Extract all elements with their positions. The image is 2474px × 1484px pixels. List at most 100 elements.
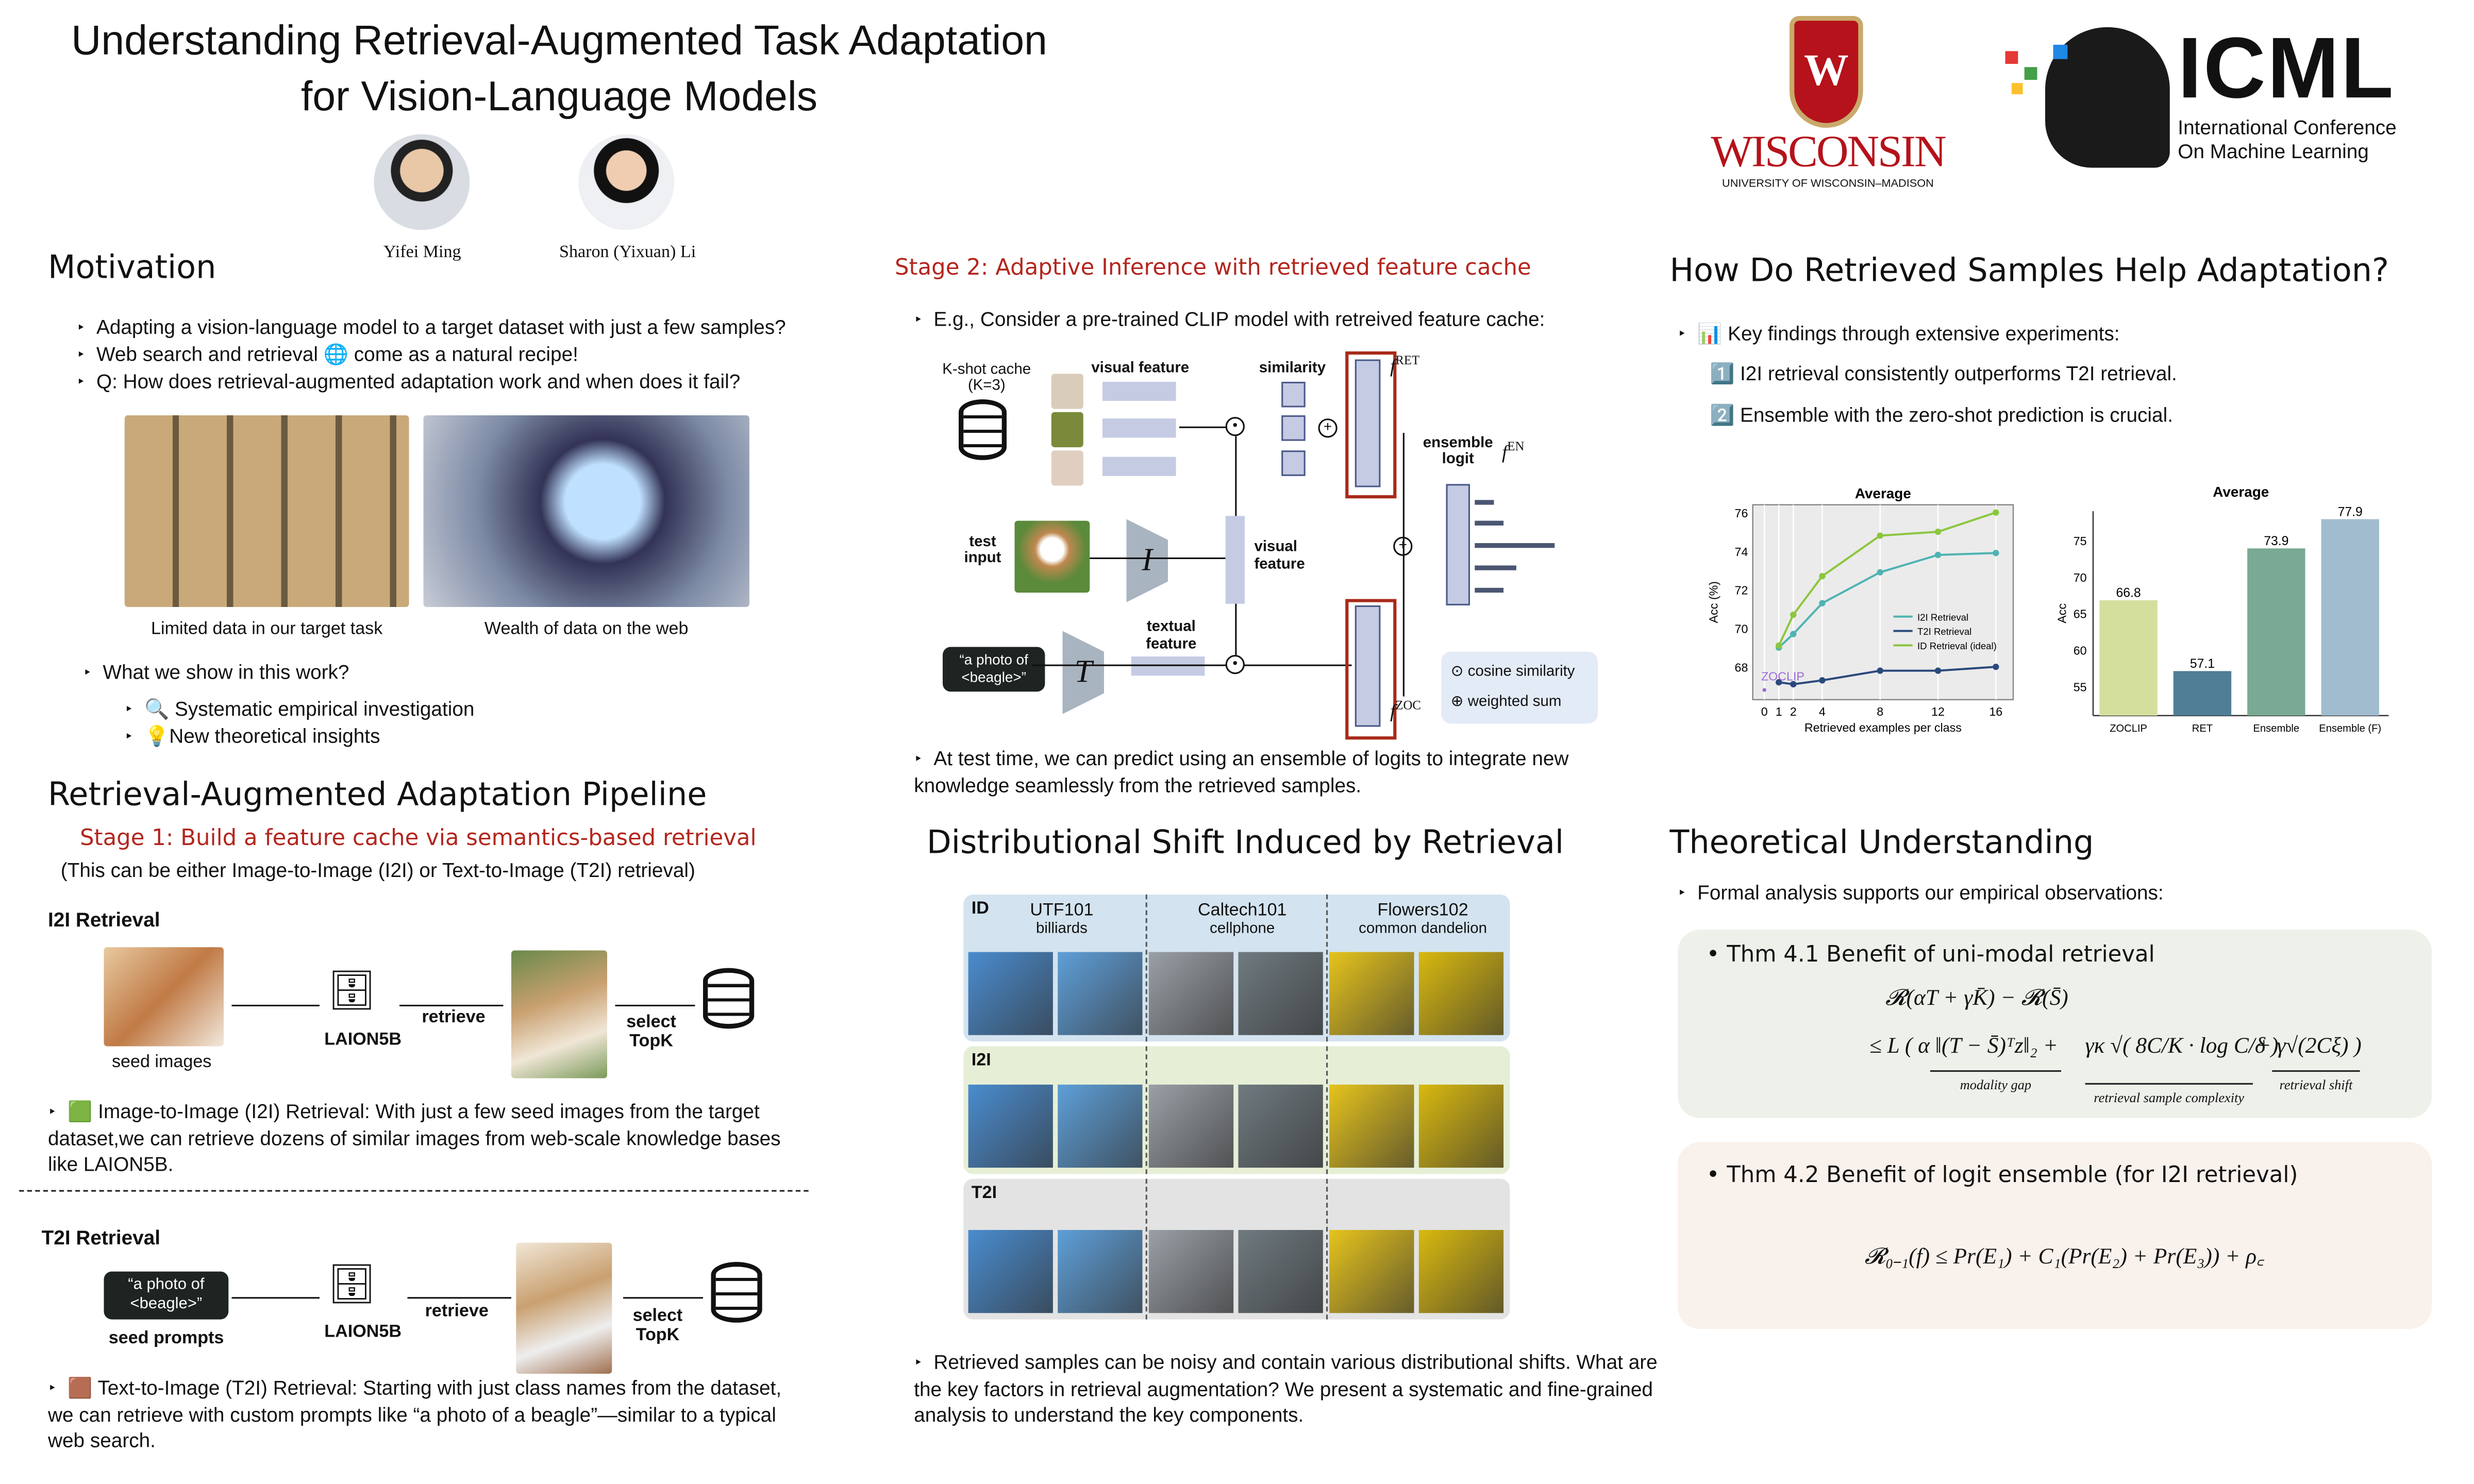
sample-image	[1148, 952, 1234, 1035]
bar-value-label: 77.9	[2338, 505, 2363, 519]
class-name: billiards	[1036, 920, 1088, 938]
divider	[19, 1190, 809, 1192]
visual-feature-label: visual feature	[1254, 538, 1305, 574]
arrow	[615, 1004, 695, 1006]
bar-value-label: 73.9	[2264, 534, 2288, 548]
shift-note: Retrieved samples can be noisy and conta…	[914, 1351, 1658, 1427]
stage2-heading: Stage 2: Adaptive Inference with retriev…	[895, 256, 1531, 281]
x-tick-label: 8	[1877, 705, 1883, 718]
server-cloud-icon: 🗄	[327, 969, 376, 1013]
legend-label: T2I Retrieval	[1917, 626, 1971, 637]
theorem-lhs: 𝓡(αT + γK̄) − 𝓡(S̄)	[1885, 987, 2068, 1011]
legend-cosine: ⊙ cosine similarity	[1450, 663, 1575, 681]
y-tick-label: 70	[2074, 571, 2087, 584]
icml-subtitle: International Conference	[2178, 116, 2397, 139]
data-point	[1934, 667, 1942, 674]
sample-image	[1329, 1230, 1414, 1313]
chart-title: Average	[2213, 484, 2269, 500]
stage2-outro: At test time, we can predict using an en…	[914, 747, 1569, 797]
laion-label: LAION5B	[324, 1322, 402, 1342]
finding-item: 1️⃣ I2I retrieval consistently outperfor…	[1710, 362, 2177, 385]
theorem-title: • Thm 4.1 Benefit of uni-modal retrieval	[1706, 942, 2155, 968]
title-line-2: for Vision-Language Models	[300, 72, 818, 120]
topk-label: TopK	[636, 1326, 680, 1345]
section-heading-findings: How Do Retrieved Samples Help Adaptation…	[1669, 250, 2389, 290]
data-point	[1934, 528, 1942, 535]
sample-image	[1329, 1084, 1414, 1168]
author-name: Yifei Ming	[383, 243, 461, 262]
dataset-name: Caltech101	[1197, 901, 1287, 920]
sample-image	[968, 952, 1053, 1035]
weighted-sum-icon: +	[1318, 418, 1338, 438]
section-heading-shift: Distributional Shift Induced by Retrieva…	[927, 822, 1564, 861]
section-heading-pipeline: Retrieval-Augmented Adaptation Pipeline	[48, 774, 707, 813]
bird-gallery-image	[124, 415, 409, 607]
sample-image	[1238, 1084, 1323, 1168]
bar	[2247, 548, 2305, 716]
y-tick-label: 55	[2074, 680, 2087, 694]
sample-image	[1058, 1230, 1143, 1313]
wisconsin-logo: W WISCONSIN UNIVERSITY OF WISCONSIN–MADI…	[1694, 13, 1962, 197]
retrieval-shift-label: retrieval shift	[2272, 1070, 2360, 1092]
i2i-description: 🟩 Image-to-Image (I2I) Retrieval: With j…	[48, 1099, 799, 1177]
y-tick-label: 65	[2074, 608, 2087, 621]
y-axis-label: Acc	[2055, 603, 2068, 623]
bullet: Q: How does retrieval-augmented adaptati…	[77, 369, 844, 396]
data-point	[1819, 572, 1826, 580]
f-ret-logit	[1355, 359, 1381, 487]
y-tick-label: 75	[2074, 534, 2087, 548]
stage2-intro: E.g., Consider a pre-trained CLIP model …	[933, 308, 1545, 331]
cosine-similarity-icon: •	[1225, 655, 1245, 674]
sample-image	[1238, 952, 1323, 1035]
t2i-text: 🟫 Text-to-Image (T2I) Retrieval: Startin…	[48, 1377, 782, 1452]
seed-images-label: seed images	[112, 1052, 212, 1072]
test-image	[1014, 520, 1090, 593]
x-tick-label: ZOCLIP	[2110, 723, 2147, 734]
legend-sum: ⊕ weighted sum	[1450, 693, 1562, 711]
legend-label: I2I Retrieval	[1917, 612, 1968, 622]
i2i-text: 🟩 Image-to-Image (I2I) Retrieval: With j…	[48, 1100, 781, 1176]
theorem-formula: 𝓡₀₋₁(f) ≤ Pr(E₁) + C₁(Pr(E₂) + Pr(E₃)) +…	[1864, 1246, 2265, 1270]
icml-logo: ICML International Conference On Machine…	[2005, 19, 2437, 171]
sample-image	[1329, 952, 1414, 1035]
author-photo-2	[578, 134, 675, 230]
retrieved-images	[511, 950, 607, 1078]
x-tick-label: 1	[1776, 705, 1782, 718]
row-label: I2I	[971, 1051, 991, 1070]
bar-chart: AverageAcc556065707566.8ZOCLIP57.1RET73.…	[2055, 484, 2389, 734]
x-tick-label: 16	[1989, 705, 2002, 718]
feature-box	[1102, 457, 1176, 476]
f-zoc-label: fZOC	[1390, 698, 1421, 722]
feature-box	[1102, 418, 1176, 438]
data-point	[1790, 631, 1797, 637]
x-tick-label: RET	[2192, 723, 2213, 734]
y-tick-label: 68	[1735, 661, 1748, 674]
prompt-box: “a photo of <beagle>”	[943, 647, 1045, 692]
x-tick-label: 4	[1819, 705, 1826, 718]
arrow	[231, 1297, 320, 1299]
row-label: T2I	[971, 1184, 997, 1203]
plot-area	[1752, 504, 2014, 701]
x-tick-label: Ensemble (F)	[2319, 723, 2381, 734]
author-photo-1	[374, 134, 470, 230]
bar-value-label: 66.8	[2116, 586, 2141, 600]
data-point	[1790, 611, 1797, 618]
i2i-label: I2I Retrieval	[48, 908, 160, 932]
visual-feature-box	[1225, 516, 1245, 604]
bar-value-label: 57.1	[2190, 657, 2215, 671]
database-icon	[711, 1262, 762, 1323]
data-point	[1776, 679, 1782, 686]
x-tick-label: Ensemble	[2253, 723, 2300, 734]
sample-image	[1238, 1230, 1323, 1313]
stage1-heading: Stage 1: Build a feature cache via seman…	[80, 825, 757, 852]
chart-title: Average	[1855, 485, 1911, 501]
f-en-logit	[1446, 484, 1470, 605]
sample-complexity-label: retrieval sample complexity	[2085, 1083, 2253, 1105]
bullet: 🔍 Systematic empirical investigation	[125, 697, 475, 724]
theorem-4-1-box: • Thm 4.1 Benefit of uni-modal retrieval…	[1678, 930, 2432, 1118]
data-point	[1993, 550, 1999, 556]
findings-intro: 📊 Key findings through extensive experim…	[1697, 323, 2120, 345]
image-encoder: I	[1126, 519, 1168, 602]
